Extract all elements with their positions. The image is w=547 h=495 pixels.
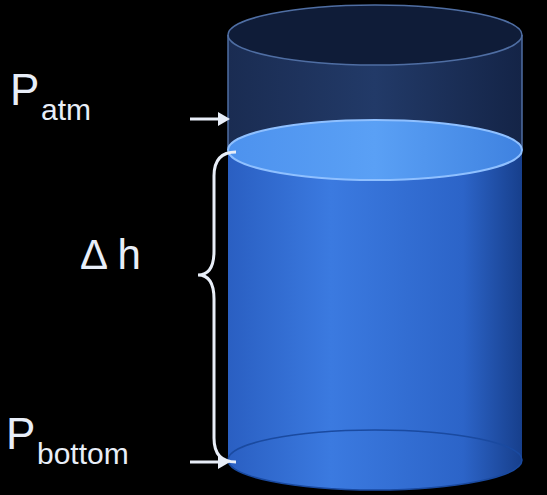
glass-edge bbox=[521, 35, 523, 150]
height-brace bbox=[198, 152, 236, 462]
water-surface bbox=[228, 120, 522, 180]
height-difference: Δ h bbox=[80, 234, 141, 276]
glass-rim bbox=[228, 5, 522, 65]
pointer-arrow bbox=[190, 461, 222, 464]
pointer-arrow bbox=[190, 118, 222, 121]
glass-edge bbox=[227, 35, 229, 150]
pressure-subscript: bottom bbox=[37, 439, 129, 469]
pressure-symbol: P bbox=[10, 68, 39, 112]
pressure-subscript: atm bbox=[41, 95, 91, 125]
water-body bbox=[228, 150, 522, 490]
water-bottom bbox=[228, 430, 522, 490]
pressure-symbol: P bbox=[6, 412, 35, 456]
arrow-head bbox=[218, 112, 230, 126]
